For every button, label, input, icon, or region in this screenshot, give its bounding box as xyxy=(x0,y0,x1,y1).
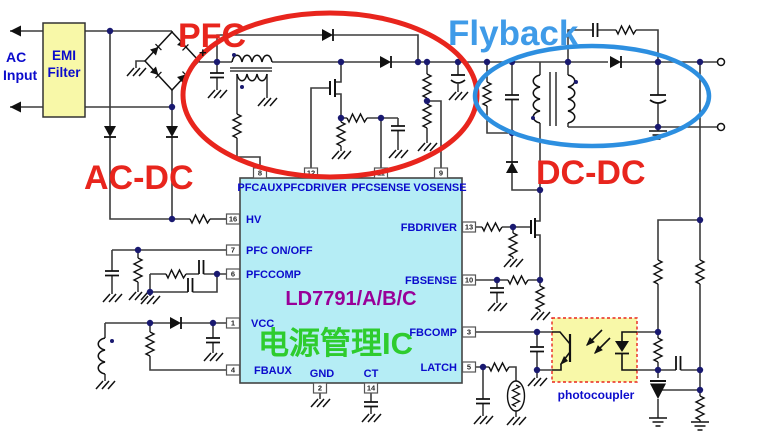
pin-number: 4 xyxy=(231,366,236,375)
ic-subtitle: 电源管理IC xyxy=(258,326,413,361)
pin-label-ct: CT xyxy=(364,368,379,380)
pin-numbers: 8 12 11 9 16 7 6 1 4 13 10 3 5 2 14 xyxy=(229,169,473,393)
tl431-shunt-regulator xyxy=(648,380,668,427)
flyback-transformer xyxy=(531,74,578,124)
pin-number: 14 xyxy=(367,384,376,393)
light-arrows xyxy=(582,329,611,358)
pin-label-pfcsense: PFCSENSE xyxy=(351,182,410,194)
pfc-onoff-network xyxy=(102,257,149,303)
pin-label-fbdriver: FBDRIVER xyxy=(401,222,457,234)
flyback-label: Flyback xyxy=(448,14,579,53)
pin-number: 16 xyxy=(229,215,237,224)
photo-transistor-emitter-arrow xyxy=(560,356,568,365)
emi-filter-label-line1: EMI xyxy=(52,48,76,63)
pin-number: 2 xyxy=(318,384,322,393)
pin-label-fbcomp: FBCOMP xyxy=(409,327,457,339)
pin-number: 10 xyxy=(465,276,473,285)
acdc-label: AC-DC xyxy=(84,159,194,197)
latch-network xyxy=(473,362,527,426)
flyback-mosfet xyxy=(530,218,536,238)
pin-number: 7 xyxy=(231,246,235,255)
pin-label-fbsense: FBSENSE xyxy=(405,275,457,287)
flyback-highlight-ellipse xyxy=(472,43,712,149)
pin-label-vcc: VCC xyxy=(251,318,274,330)
pin-labels: PFCAUX PFCDRIVER PFCSENSE VOSENSE HV PFC… xyxy=(237,182,466,380)
output-terminal-plus xyxy=(716,57,726,67)
pin-label-latch: LATCH xyxy=(421,362,458,374)
pin-number: 8 xyxy=(258,169,262,178)
pfc-boost-inductor xyxy=(231,53,278,139)
output-terminal-minus xyxy=(716,122,726,132)
ac-input-label-line1: AC xyxy=(6,49,26,65)
ic-body xyxy=(239,177,463,384)
pin-label-fbaux: FBAUX xyxy=(254,365,293,377)
emi-filter-label-line2: Filter xyxy=(47,65,81,80)
output-diode xyxy=(609,55,622,69)
pfc-label: PFC xyxy=(178,17,246,55)
pin-number: 1 xyxy=(231,319,235,328)
pin-label-vosense: VOSENSE xyxy=(413,182,466,194)
photocoupler-box xyxy=(551,317,638,383)
junction-dots xyxy=(106,27,704,394)
pin-label-gnd: GND xyxy=(310,368,335,380)
pin-label-pfccomp: PFCCOMP xyxy=(246,269,301,281)
dcdc-label: DC-DC xyxy=(536,154,646,192)
pin-label-pfc-onoff: PFC ON/OFF xyxy=(246,245,313,257)
pin-number: 12 xyxy=(307,169,315,178)
pfc-mosfet xyxy=(329,79,336,97)
pin-number: 13 xyxy=(465,223,473,232)
ic-part-number: LD7791/A/B/C xyxy=(285,288,416,310)
fbdriver-network xyxy=(481,222,524,268)
bypass-diode xyxy=(321,28,334,42)
boost-diode xyxy=(379,55,392,69)
pin-number: 6 xyxy=(231,270,235,279)
bulk-capacitor xyxy=(448,74,469,101)
vcc-aux-supply xyxy=(95,316,224,390)
ac-input-label-line2: Input xyxy=(3,67,38,83)
pin-label-pfcdriver: PFCDRIVER xyxy=(283,182,347,194)
pin-number: 3 xyxy=(467,328,471,337)
bridge-plus-sign: + xyxy=(199,45,207,60)
output-capacitor xyxy=(648,94,668,140)
pin-label-pfcaux: PFCAUX xyxy=(237,182,283,194)
pin-number: 9 xyxy=(439,169,443,178)
photocoupler-led xyxy=(615,331,637,371)
pfc-sense-network xyxy=(331,113,409,160)
photocoupler-label: photocoupler xyxy=(558,388,635,402)
emi-filter-box xyxy=(42,22,86,118)
pin-number: 5 xyxy=(467,363,471,372)
pin-label-hv: HV xyxy=(246,214,262,226)
